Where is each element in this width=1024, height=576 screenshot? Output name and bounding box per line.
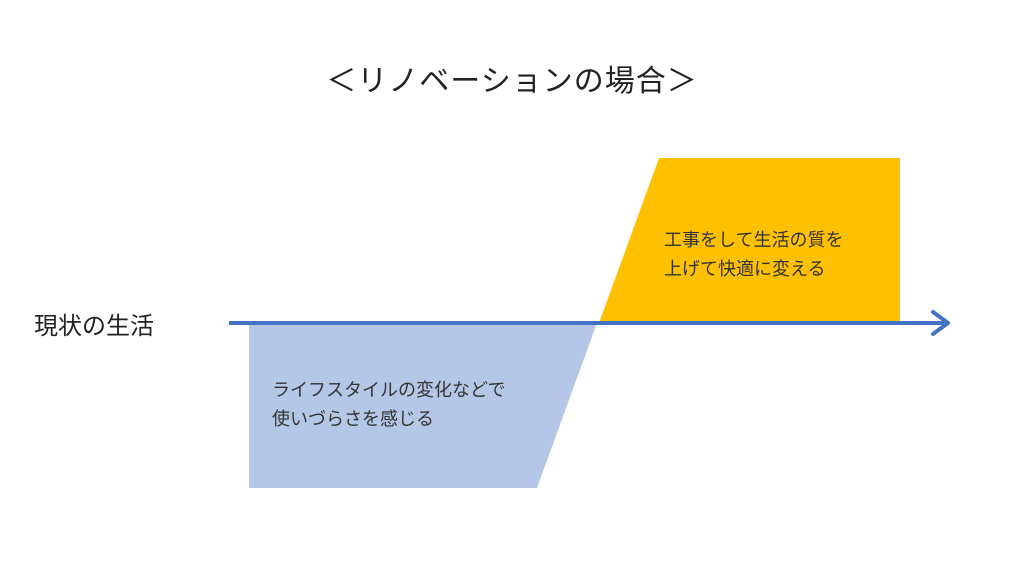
current-life-label: 現状の生活 (34, 312, 154, 340)
after-box-text: 工事をして生活の質を 上げて快適に変える (664, 226, 843, 284)
before-box-line: ライフスタイルの変化などで (272, 380, 506, 401)
diagram-title: ＜リノベーションの場合＞ (326, 64, 698, 99)
after-trapezoid (599, 158, 900, 323)
before-trapezoid (249, 323, 597, 488)
timeline-arrowhead (931, 310, 950, 336)
before-box-line: 使いづらさを感じる (272, 409, 434, 430)
after-box-line: 工事をして生活の質を (664, 230, 844, 251)
before-box-text: ライフスタイルの変化などで 使いづらさを感じる (272, 376, 506, 434)
after-box-line: 上げて快適に変える (664, 259, 826, 280)
